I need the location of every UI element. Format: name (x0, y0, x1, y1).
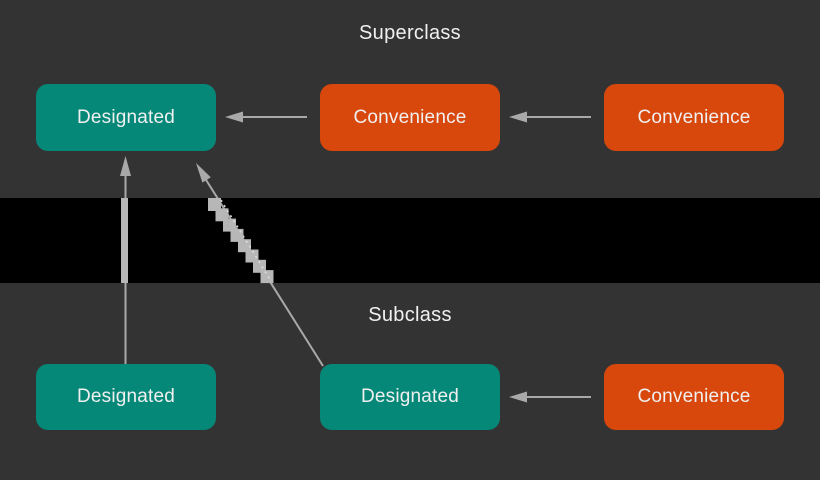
node-label: Convenience (637, 386, 751, 407)
class-boundary-band (0, 198, 820, 283)
node-label: Designated (360, 386, 460, 407)
subclass-designated-2-node: Designated (320, 364, 500, 430)
subclass-convenience-node: Convenience (604, 364, 784, 430)
node-label: Convenience (353, 106, 467, 128)
superclass-convenience-2-node: Convenience (604, 84, 784, 151)
superclass-section-label: Superclass (359, 22, 461, 44)
subclass-designated-1-node: Designated (36, 364, 216, 430)
node-label: Convenience (637, 106, 751, 128)
arrow-superclass-convenience1-to-designated (225, 111, 307, 123)
subclass-section-label: Subclass (368, 304, 452, 326)
superclass-designated-node: Designated (36, 84, 216, 151)
arrow-subclass-convenience-to-designated2 (509, 391, 591, 403)
node-label: Designated (76, 386, 176, 407)
node-label: Designated (76, 106, 176, 128)
superclass-convenience-1-node: Convenience (320, 84, 500, 151)
arrow-superclass-convenience2-to-convenience1 (509, 111, 591, 123)
